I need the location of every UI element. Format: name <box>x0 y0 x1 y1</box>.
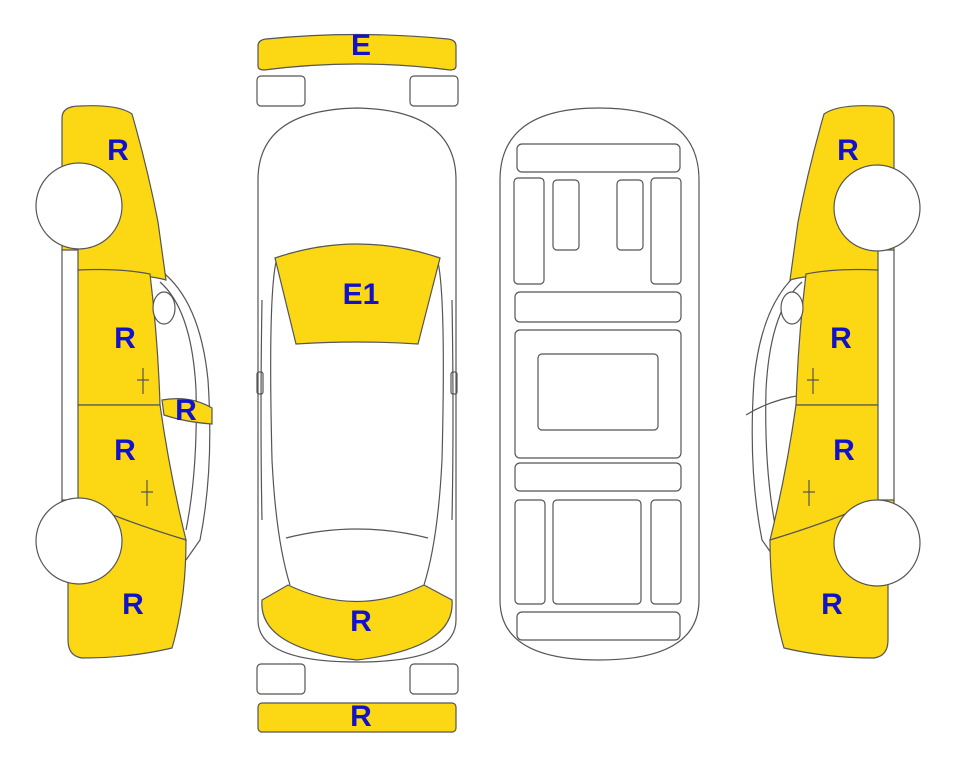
hood-label: E1 <box>343 278 380 311</box>
left-front-wheel <box>35 162 123 250</box>
right-front-wheel <box>833 164 921 252</box>
right-front-door-handle <box>807 368 819 394</box>
under-panel-2 <box>513 177 545 285</box>
left-mirror-label: R <box>175 394 197 427</box>
under-panel-6 <box>514 291 682 323</box>
right-windshield-line <box>745 394 803 416</box>
under-panel-12 <box>650 499 682 605</box>
under-panel-10 <box>514 499 546 605</box>
right-body-outline <box>751 269 803 561</box>
rear-bumper-label: R <box>350 700 372 733</box>
under-panel-7 <box>514 329 682 459</box>
left-front-door-part[interactable] <box>77 268 161 406</box>
left-rear-quarter-label: R <box>122 588 144 621</box>
top-view <box>256 33 459 733</box>
window-left-line <box>260 299 454 521</box>
right-rear-wheel <box>833 499 921 587</box>
trunk-part[interactable] <box>261 584 453 661</box>
trunk-label: R <box>350 605 372 638</box>
cabin-outline <box>270 261 444 586</box>
front-bumper-part[interactable] <box>257 33 457 71</box>
hood-part[interactable] <box>274 243 441 345</box>
left-front-fender-label: R <box>107 134 129 167</box>
underside-view <box>499 107 700 661</box>
under-panel-4 <box>616 179 644 251</box>
right-side-view <box>745 105 921 659</box>
left-body-outline <box>159 269 211 561</box>
right-side-mirror-top <box>450 371 458 395</box>
left-window-line <box>159 281 197 531</box>
car-body-outline <box>257 107 457 663</box>
left-rear-door-handle <box>141 480 153 506</box>
front-bumper-label: E <box>351 29 371 62</box>
under-panel-13 <box>516 611 681 641</box>
right-rear-door-label: R <box>833 434 855 467</box>
right-front-door-label: R <box>830 322 852 355</box>
rear-right-light <box>409 663 459 695</box>
left-front-door-label: R <box>114 322 136 355</box>
underside-outline <box>499 107 700 661</box>
front-right-light <box>409 75 459 107</box>
part-labels: E E1 R R R R R R R R R R R <box>107 29 859 733</box>
under-panel-1 <box>516 143 681 173</box>
left-mirror-part[interactable] <box>161 398 213 425</box>
left-side-mirror <box>152 291 176 325</box>
right-front-door-part[interactable] <box>795 268 879 406</box>
left-side-view <box>35 105 213 659</box>
rear-bumper-part[interactable] <box>257 702 457 733</box>
left-rear-door-label: R <box>114 434 136 467</box>
right-front-fender-label: R <box>837 134 859 167</box>
right-side-mirror <box>780 291 804 325</box>
left-front-door-handle <box>137 368 149 394</box>
under-panel-11 <box>552 499 642 605</box>
right-rear-quarter-label: R <box>821 588 843 621</box>
under-panel-8 <box>537 353 659 431</box>
rear-left-light <box>256 663 306 695</box>
left-rear-wheel <box>35 497 123 585</box>
under-panel-3 <box>552 179 580 251</box>
front-left-light <box>256 75 306 107</box>
right-rear-door-handle <box>803 480 815 506</box>
left-side-mirror-top <box>256 371 264 395</box>
under-panel-9 <box>514 462 682 492</box>
rear-window-line <box>285 528 429 539</box>
under-panel-5 <box>650 177 682 285</box>
